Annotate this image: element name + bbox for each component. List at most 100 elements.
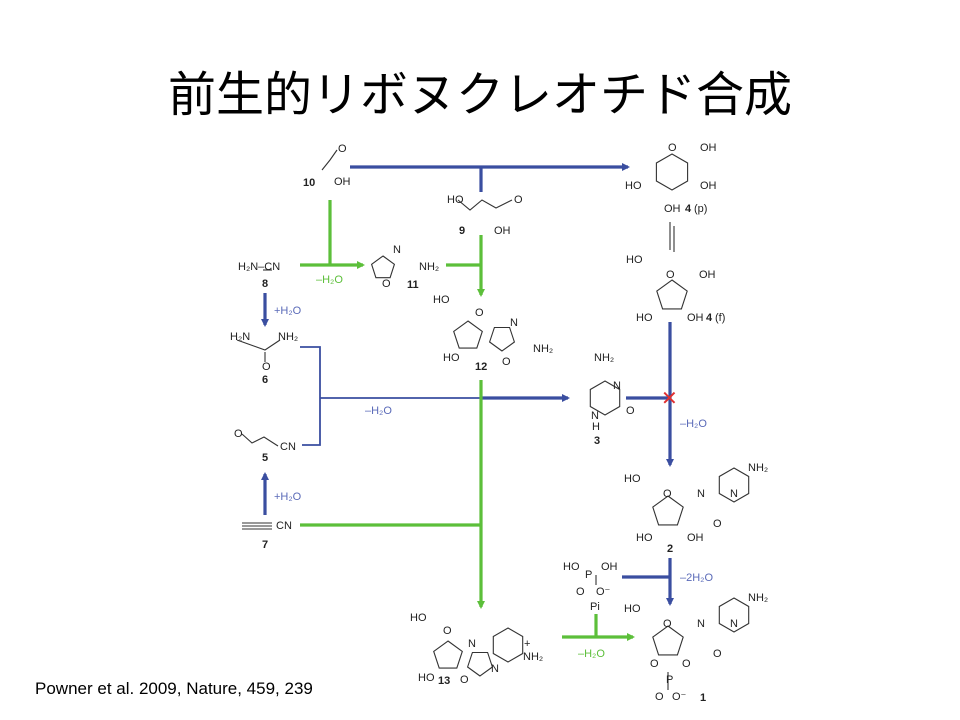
form-label: (p) xyxy=(694,203,707,215)
bond-10 xyxy=(321,149,338,171)
atom: O xyxy=(443,625,452,637)
condition-7-to-5: +H₂O xyxy=(274,491,302,503)
atom: O xyxy=(663,488,672,500)
atom: CN xyxy=(276,520,292,532)
atom: N xyxy=(393,244,401,256)
atom: HO xyxy=(433,294,450,306)
condition-4-3-to-2: –H₂O xyxy=(680,418,707,430)
blocked-step-mark: ✕ xyxy=(661,386,678,410)
atom: HO xyxy=(626,254,643,266)
citation: Powner et al. 2009, Nature, 459, 239 xyxy=(35,679,313,698)
atom: N xyxy=(468,638,476,650)
compound-number: 5 xyxy=(262,452,268,464)
atom: HO xyxy=(624,473,641,485)
atom: NH₂ xyxy=(533,343,553,355)
atom: N xyxy=(697,618,705,630)
bond-5 xyxy=(241,433,279,447)
atom: N xyxy=(730,618,738,630)
compound-3: NH₂ N O N H 3 xyxy=(591,352,635,447)
atom: O xyxy=(338,143,347,155)
bond-9 xyxy=(457,199,513,211)
compound-number: 4 xyxy=(706,312,713,324)
atom: HO xyxy=(410,612,427,624)
phosphate-pi: HO P OH O O⁻ Pi xyxy=(563,561,618,613)
atom: HO xyxy=(443,352,460,364)
pyranose-ring-4p xyxy=(655,153,689,191)
atom: HO xyxy=(636,532,653,544)
condition-8-to-11: –H₂O xyxy=(316,274,343,286)
atom: OH xyxy=(687,312,704,324)
atom: HO xyxy=(447,194,464,206)
oxazoline-ring-13 xyxy=(466,651,494,677)
atom: P xyxy=(666,674,673,686)
atom: P xyxy=(585,569,592,581)
compound-11: N O NH₂ 11 xyxy=(382,244,439,291)
atom: HO xyxy=(624,603,641,615)
compound-4-pyranose: O OH HO OH OH 4 (p) xyxy=(625,142,717,215)
atom: O xyxy=(713,518,722,530)
molecule-bonds xyxy=(236,149,750,690)
atom: OH xyxy=(699,269,716,281)
blue-pathway xyxy=(261,163,675,606)
bracket-6-5 xyxy=(300,346,321,446)
atom: OH xyxy=(664,203,681,215)
atom: NH₂ xyxy=(748,592,768,604)
compound-number: 8 xyxy=(262,278,268,290)
pyrimidine-ring-3 xyxy=(589,380,621,416)
atom: O xyxy=(626,405,635,417)
furanose-ring-12 xyxy=(453,320,483,349)
atom: N xyxy=(613,380,621,392)
furanose-ring-1 xyxy=(652,625,684,656)
furanose-ring-13 xyxy=(433,640,463,669)
atom: O xyxy=(682,658,691,670)
atom: O⁻ xyxy=(596,586,611,598)
furanose-ring-4f xyxy=(656,279,688,310)
atom: NH₂ xyxy=(419,261,439,273)
atom: N xyxy=(591,410,599,422)
atom: H xyxy=(592,421,600,433)
compound-2: HO O N N NH₂ O HO OH 2 xyxy=(624,462,768,555)
atom: N xyxy=(510,317,518,329)
compound-10: O OH 10 xyxy=(303,143,351,189)
atom: HO xyxy=(636,312,653,324)
atom: OH xyxy=(494,225,511,237)
atom: OH xyxy=(334,176,351,188)
compound-7: CN 7 xyxy=(262,520,292,551)
condition-2-to-1: –2H₂O xyxy=(680,572,713,584)
compound-number: 1 xyxy=(700,692,706,704)
compound-12: HO O N NH₂ HO O 12 xyxy=(433,294,553,373)
atom: O xyxy=(514,194,523,206)
atom: NH₂ xyxy=(748,462,768,474)
compound-4-furanose: HO O OH HO OH 4 (f) xyxy=(626,254,725,324)
atom: + xyxy=(524,638,530,650)
atom: NH₂ xyxy=(523,651,543,663)
atom: OH xyxy=(700,142,717,154)
atom: HO xyxy=(563,561,580,573)
furanose-ring-2 xyxy=(652,495,684,526)
oxazole-ring-11 xyxy=(370,255,396,279)
atom: O xyxy=(502,356,511,368)
atom: O xyxy=(234,428,243,440)
atom: O xyxy=(475,307,484,319)
compound-number: 11 xyxy=(407,279,419,291)
atom: O xyxy=(262,361,271,373)
atom: O xyxy=(650,658,659,670)
bond-6 xyxy=(236,339,281,351)
atom: N xyxy=(491,663,499,675)
atom: O xyxy=(460,674,469,686)
compound-9: HO O OH 9 xyxy=(447,194,523,237)
compound-13: HO O N N O + NH₂ HO 13 xyxy=(410,612,543,687)
compound-8: H₂N–CN 8 xyxy=(238,261,280,290)
pyrimidine-ring-1 xyxy=(718,597,750,633)
atom: HO xyxy=(625,180,642,192)
atom: H₂N xyxy=(230,331,250,343)
formula: H₂N–CN xyxy=(238,261,280,273)
slide-title: 前生的リボヌクレオチド合成 xyxy=(167,67,792,123)
atom: NH₂ xyxy=(594,352,614,364)
atom: N xyxy=(730,488,738,500)
compound-number: 2 xyxy=(667,543,673,555)
compound-5: O CN 5 xyxy=(234,428,296,464)
atom: O xyxy=(576,586,585,598)
compound-number: 12 xyxy=(475,361,487,373)
